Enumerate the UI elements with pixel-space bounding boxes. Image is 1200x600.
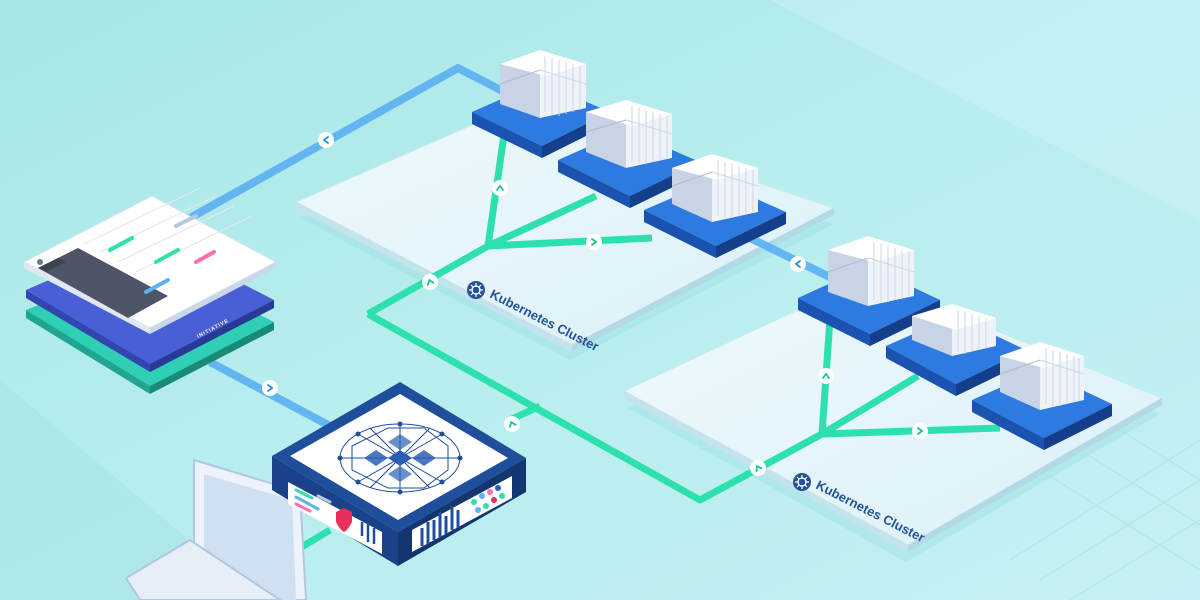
- background-band: [770, 0, 1200, 220]
- chevron-icon: [789, 255, 807, 273]
- container-stack: [912, 304, 996, 356]
- container-stack: [671, 154, 759, 222]
- chevron-icon: [911, 422, 929, 440]
- container-stack: [499, 50, 587, 118]
- kubernetes-icon: [466, 280, 486, 300]
- node-box: [644, 154, 786, 258]
- kubernetes-icon: [792, 472, 812, 492]
- chevron-icon: [491, 179, 509, 197]
- container-stack: [827, 236, 915, 306]
- dashboard-stack: INITIATIVE: [22, 187, 278, 394]
- chevron-icon: [817, 367, 835, 385]
- chevron-icon: [317, 131, 335, 149]
- background-grid: [1009, 429, 1200, 600]
- dashboard-screen: [22, 187, 278, 334]
- shield-icon: [336, 508, 352, 532]
- node-box: [472, 50, 610, 158]
- node-box: [972, 342, 1112, 450]
- security-appliance: [272, 382, 526, 566]
- container-stack: [585, 100, 673, 168]
- cluster-2-nodes: [798, 236, 1112, 450]
- chevron-icon: [585, 233, 603, 251]
- chevron-icon: [261, 379, 279, 397]
- container-stack: [999, 342, 1085, 410]
- cluster-1-nodes: [472, 50, 786, 258]
- node-box: [798, 236, 940, 346]
- mesh-network-icon: [337, 421, 463, 495]
- laptop-icon: [124, 458, 308, 600]
